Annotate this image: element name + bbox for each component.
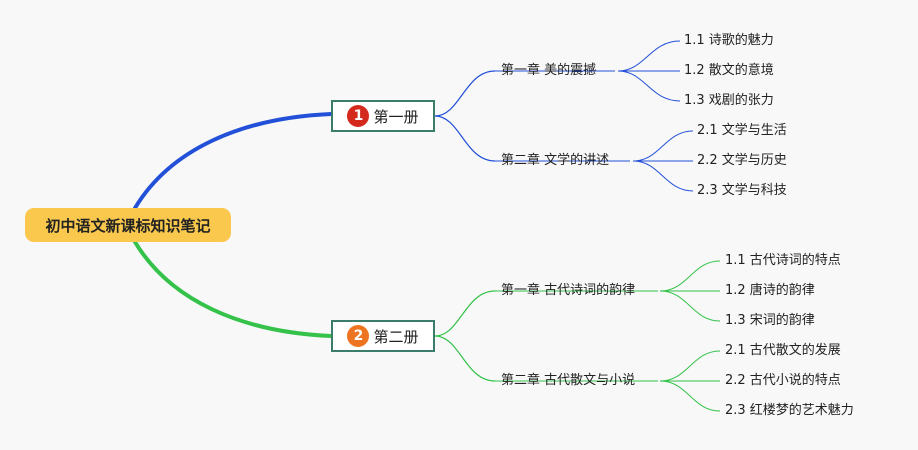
root-to-book-1-connector: [133, 112, 333, 210]
section-node[interactable]: 2.1 古代散文的发展: [725, 343, 841, 358]
book-1-to-chapter-1-connector: [434, 70, 496, 117]
section-node[interactable]: 1.3 宋词的韵律: [725, 313, 815, 328]
number-1-badge-icon: 1: [347, 105, 370, 127]
book-1-title: 第一册: [373, 107, 419, 126]
book-1-to-chapter-2-connector: [434, 115, 496, 162]
section-node[interactable]: 2.2 古代小说的特点: [725, 373, 841, 388]
number-2-badge-icon: 2: [347, 325, 370, 347]
c21-s3-connector: [659, 290, 721, 322]
c12-s1-connector: [632, 130, 694, 162]
c22-s3-connector: [659, 380, 721, 412]
section-node[interactable]: 2.3 文学与科技: [697, 183, 787, 198]
section-node[interactable]: 1.1 古代诗词的特点: [725, 253, 841, 268]
c12-s3-connector: [632, 160, 694, 192]
c11-s3-connector: [617, 70, 681, 102]
book-2-to-chapter-2-connector: [434, 335, 496, 382]
section-node[interactable]: 2.3 红楼梦的艺术魅力: [725, 403, 854, 418]
book-2-title: 第二册: [373, 327, 419, 346]
c21-s1-connector: [659, 260, 721, 292]
book-1-node[interactable]: 1 第一册: [331, 100, 435, 132]
section-node[interactable]: 1.2 散文的意境: [684, 63, 774, 78]
c11-s1-connector: [617, 40, 681, 72]
chapter-node[interactable]: 第一章 美的震撼: [501, 63, 597, 78]
chapter-node[interactable]: 第一章 古代诗词的韵律: [501, 283, 636, 298]
chapter-node[interactable]: 第二章 文学的讲述: [501, 153, 610, 168]
section-node[interactable]: 1.3 戏剧的张力: [684, 93, 774, 108]
chapter-node[interactable]: 第二章 古代散文与小说: [501, 373, 636, 388]
section-node[interactable]: 1.2 唐诗的韵律: [725, 283, 815, 298]
section-node[interactable]: 2.2 文学与历史: [697, 153, 787, 168]
book-2-node[interactable]: 2 第二册: [331, 320, 435, 352]
section-node[interactable]: 2.1 文学与生活: [697, 123, 787, 138]
root-to-book-2-connector: [133, 240, 333, 338]
root-topic[interactable]: 初中语文新课标知识笔记: [25, 208, 231, 242]
section-node[interactable]: 1.1 诗歌的魅力: [684, 33, 774, 48]
book-2-to-chapter-1-connector: [434, 290, 496, 337]
c22-s1-connector: [659, 350, 721, 382]
